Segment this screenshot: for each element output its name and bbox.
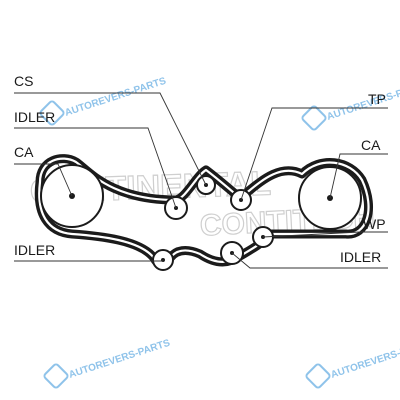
leader-idler-top-left [14, 127, 177, 209]
autorevers-logo-icon [43, 363, 69, 389]
watermark-text: AUTOREVERS-PARTS [330, 338, 400, 381]
site-watermark-4: AUTOREVERS-PARTS [305, 338, 400, 389]
leader-tp [240, 107, 388, 201]
site-watermark-3: AUTOREVERS-PARTS [43, 338, 172, 389]
label-idler-bottom-left: IDLER [14, 242, 55, 258]
label-ca-right: CA [361, 137, 381, 153]
label-tp: TP [368, 91, 386, 107]
leader-wp [262, 231, 388, 238]
labels: CS IDLER CA IDLER TP CA WP IDLER [14, 73, 386, 265]
autorevers-logo-icon [39, 100, 65, 126]
site-watermark-1: AUTOREVERS-PARTS [39, 76, 168, 126]
label-ca-left: CA [14, 144, 34, 160]
leader-lines [14, 92, 388, 269]
autorevers-logo-icon [305, 363, 331, 389]
leader-idler-bottom-right [231, 252, 388, 269]
leader-ca-left [14, 163, 73, 197]
pulley-idler-bottom-left [152, 249, 174, 271]
watermark-text: AUTOREVERS-PARTS [64, 76, 168, 119]
leader-ca-right [329, 153, 388, 199]
watermark-text: AUTOREVERS-PARTS [326, 80, 400, 123]
leader-cs [14, 92, 207, 186]
label-cs: CS [14, 73, 33, 89]
label-wp: WP [363, 216, 386, 232]
autorevers-logo-icon [301, 105, 327, 131]
watermark-text: AUTOREVERS-PARTS [68, 338, 172, 381]
label-idler-top-left: IDLER [14, 109, 55, 125]
label-idler-bottom-right: IDLER [340, 249, 381, 265]
